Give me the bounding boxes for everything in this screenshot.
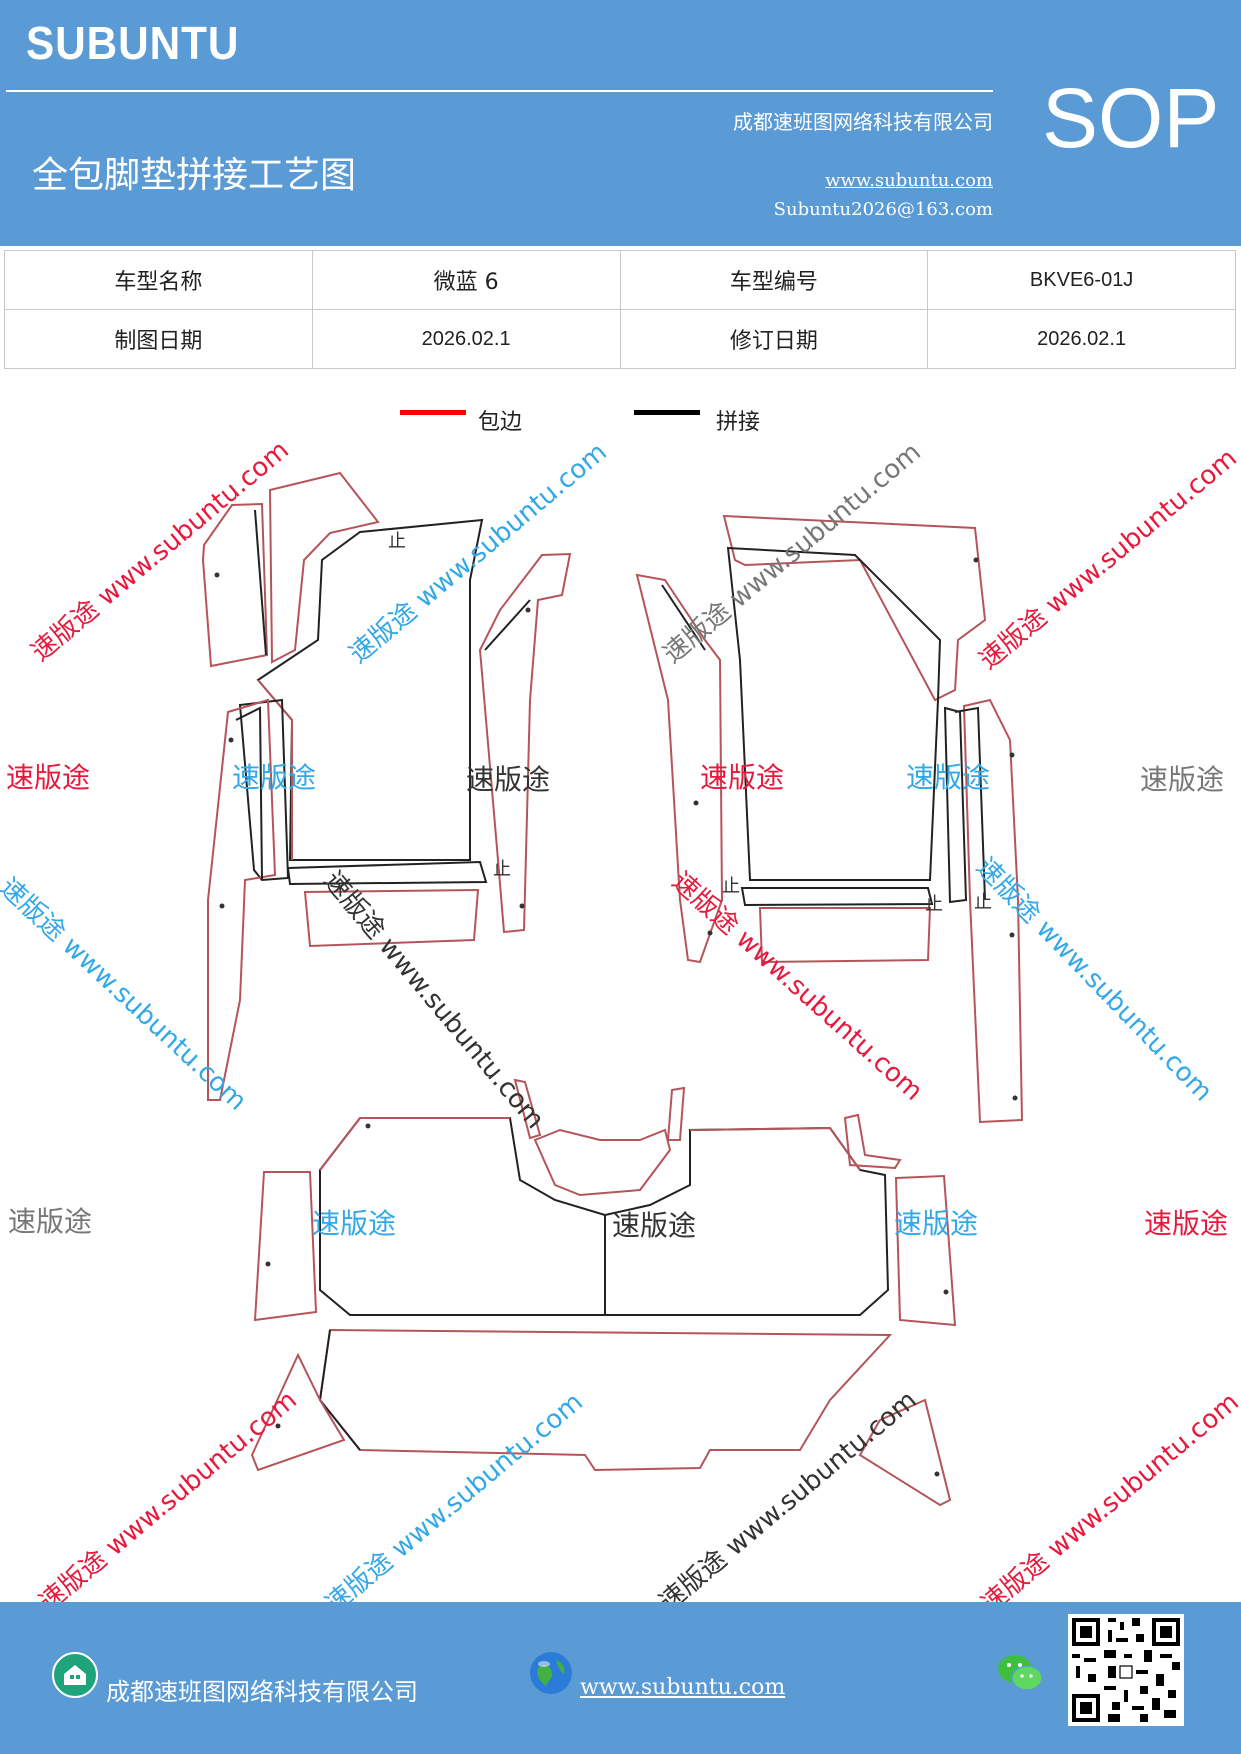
mat-piece-driver-main-edge <box>257 679 293 860</box>
fastener-dot <box>228 737 234 743</box>
mat-piece-driver-right-strip <box>478 552 572 934</box>
mat-piece-left-a-pillar-inner <box>254 509 267 656</box>
globe-icon <box>530 1652 572 1694</box>
header-divider <box>6 90 993 92</box>
fastener-dot <box>1012 1095 1018 1101</box>
mat-piece-driver-top <box>268 471 380 664</box>
header-company-name: 成都速班图网络科技有限公司 <box>733 110 993 134</box>
mat-piece-passenger-top <box>722 514 987 702</box>
mat-piece-rear-right-floor-edge <box>689 1126 861 1171</box>
doc-type-label: SOP <box>1042 71 1220 165</box>
watermark-brand: 速版途 <box>906 761 991 794</box>
revise-date-value: 2026.02.1 <box>927 309 1236 369</box>
mat-piece-driver-front-strip <box>286 860 488 886</box>
watermark-brand: 速版途 <box>700 761 785 794</box>
stop-mark: 止 <box>722 876 740 897</box>
mat-piece-passenger-main <box>726 546 942 881</box>
legend-edge-swatch <box>400 410 466 415</box>
stop-mark: 止 <box>493 859 511 880</box>
draw-date-label: 制图日期 <box>4 309 313 369</box>
mat-piece-rear-right-side <box>894 1174 957 1327</box>
watermark-brand: 速版途 <box>8 1205 93 1238</box>
model-name-label: 车型名称 <box>4 250 313 310</box>
fastener-dot <box>519 903 525 909</box>
watermark-brand: 速版途 <box>466 763 551 796</box>
footer-company-name: 成都速班图网络科技有限公司 <box>106 1678 418 1706</box>
brand-logo: SUBUNTU <box>26 17 240 69</box>
mat-piece-rear-left-tab <box>513 1078 542 1140</box>
fastener-dot <box>219 903 225 909</box>
stop-mark: 止 <box>388 531 406 552</box>
wechat-icon[interactable] <box>996 1652 1044 1694</box>
mat-piece-passenger-footrest <box>758 907 932 964</box>
legend-join-swatch <box>634 410 700 415</box>
fastener-dot <box>525 607 531 613</box>
mat-piece-rear-left-corner <box>250 1352 346 1472</box>
fastener-dot <box>214 572 220 578</box>
mat-piece-rear-right-corner <box>858 1398 952 1507</box>
table-row: 车型名称 微蓝 6 车型编号 BKVE6-01J <box>4 250 1236 310</box>
fastener-dot <box>943 1289 949 1295</box>
vehicle-info-table: 车型名称 微蓝 6 车型编号 BKVE6-01J 制图日期 2026.02.1 … <box>4 250 1236 369</box>
header-email: Subuntu2026@163.com <box>773 199 993 220</box>
model-code-value: BKVE6-01J <box>927 250 1236 310</box>
mat-piece-rear-left-floor-edge <box>319 1117 510 1171</box>
mat-piece-passenger-right-strip-inner <box>954 706 986 901</box>
legend-edge-label: 包边 <box>478 410 523 435</box>
draw-date-value: 2026.02.1 <box>311 309 621 369</box>
header-banner: SUBUNTU 成都速班图网络科技有限公司 全包脚垫拼接工艺图 www.subu… <box>0 0 1241 246</box>
table-row: 制图日期 2026.02.1 修订日期 2026.02.1 <box>4 309 1236 369</box>
model-code-label: 车型编号 <box>619 250 929 310</box>
watermark-brand: 速版途 <box>6 761 91 794</box>
mat-piece-driver-right-strip-inner <box>484 599 531 651</box>
fastener-dot <box>1009 752 1015 758</box>
model-name-value: 微蓝 6 <box>311 250 621 310</box>
mat-piece-driver-left-sill <box>238 698 290 882</box>
mat-piece-driver-footrest <box>303 888 480 948</box>
mat-piece-rear-center-hump <box>533 1128 672 1197</box>
mat-piece-passenger-right-sill <box>943 706 968 904</box>
fastener-dot <box>693 800 699 806</box>
mat-piece-driver-left-strip <box>207 698 277 1101</box>
fastener-dot <box>1009 932 1015 938</box>
watermark-brand: 速版途 <box>232 761 317 794</box>
legend-join-label: 拼接 <box>716 410 761 435</box>
mat-piece-left-a-pillar <box>201 502 269 668</box>
qr-code-pattern <box>1068 1614 1184 1726</box>
footer-website-link[interactable]: www.subuntu.com <box>580 1675 786 1700</box>
company-building-icon <box>52 1652 98 1698</box>
mat-piece-driver-left-strip-inner <box>235 706 263 881</box>
mat-piece-rear-bottom <box>318 1328 893 1472</box>
stop-mark: 止 <box>925 894 943 915</box>
mat-piece-passenger-front-strip <box>740 887 934 907</box>
fastener-dot <box>707 930 713 936</box>
watermark-brand: 速版途 <box>1144 1207 1229 1240</box>
watermark-brand: 速版途 <box>312 1207 397 1240</box>
fastener-dot <box>365 1123 371 1129</box>
mat-piece-passenger-right-strip <box>962 698 1024 1124</box>
stop-mark: 止 <box>974 892 992 913</box>
page-title: 全包脚垫拼接工艺图 <box>32 155 357 196</box>
fastener-dot <box>973 557 979 563</box>
header-website-link[interactable]: www.subuntu.com <box>825 170 993 191</box>
fastener-dot <box>934 1471 940 1477</box>
fastener-dot <box>275 1423 281 1429</box>
watermark-brand: 速版途 <box>894 1207 979 1240</box>
qr-code <box>1068 1614 1184 1726</box>
mat-piece-rear-right-flap <box>843 1113 902 1170</box>
mat-piece-rear-left-side <box>253 1171 318 1322</box>
watermark-brand: 速版途 <box>1140 763 1225 796</box>
mat-piece-rear-right-tab <box>666 1086 686 1141</box>
mat-piece-passenger-left-strip-inner <box>661 584 706 651</box>
fastener-dot <box>265 1261 271 1267</box>
revise-date-label: 修订日期 <box>619 309 929 369</box>
watermark-brand: 速版途 <box>612 1209 697 1242</box>
